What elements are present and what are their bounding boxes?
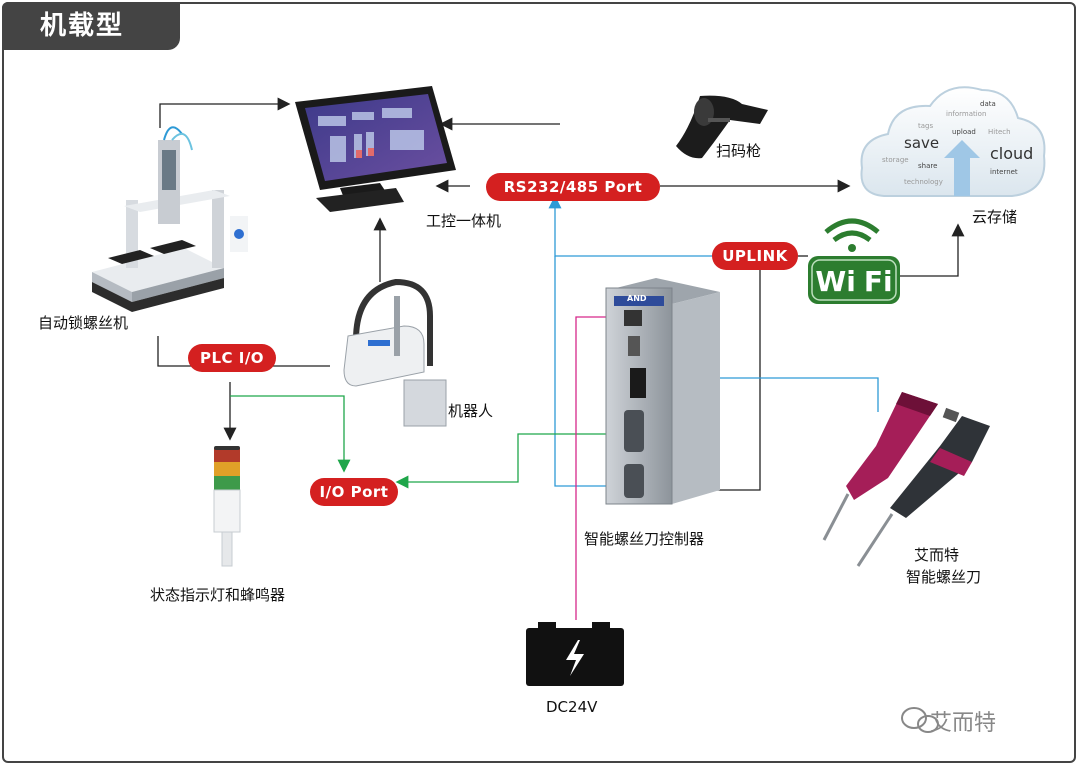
battery-icon [526,622,624,686]
scanner-label: 扫码枪 [716,142,762,160]
cloud-storage-image [860,86,1046,197]
plc-io-pill: PLC I/O [188,344,276,372]
cloud-word-share: share [918,162,938,170]
cloud-storage-label: 云存储 [972,208,1018,226]
uplink-pill: UPLINK [712,242,798,270]
cloud-word-save: save [904,134,940,152]
cloud-word-tags: tags [918,122,934,130]
green-wires [230,395,624,489]
serial-port-pill: RS232/485 Port [486,173,660,201]
screwdriver-label-name: 智能螺丝刀 [906,568,982,586]
cloud-word-hitech: Hitech [988,128,1011,136]
battery-label: DC24V [546,698,598,716]
industrial-pc-label: 工控一体机 [426,212,502,230]
cloud-word-technology: technology [904,178,943,186]
wifi-icon [808,218,900,304]
tower-light-label: 状态指示灯和蜂鸣器 [150,586,286,604]
watermark: 艾而特 [930,711,997,736]
cloud-word-information: information [946,110,987,118]
cloud-word-data: data [980,100,996,108]
controller-brand: AND [627,294,647,303]
cloud-word-storage: storage [882,156,909,164]
barcode-scanner-image [676,95,768,159]
controller-label: 智能螺丝刀控制器 [584,530,705,548]
cloud-word-upload: upload [952,128,976,136]
cloud-word-internet: internet [990,168,1018,176]
cloud-word-cloud: cloud [990,144,1034,163]
page-title: 机载型 [2,2,180,50]
robot-image [343,278,447,427]
screw-machine-label: 自动锁螺丝机 [38,314,129,332]
industrial-pc-image [295,86,456,212]
screwdriver-label-brand: 艾而特 [914,546,960,564]
auto-screw-machine-image [92,126,248,312]
electric-screwdriver-image [822,392,990,567]
io-port-pill: I/O Port [310,478,398,506]
controller-image [605,278,720,505]
wechat-icon [901,707,939,733]
robot-label: 机器人 [448,402,494,420]
tower-light-image [213,446,241,567]
